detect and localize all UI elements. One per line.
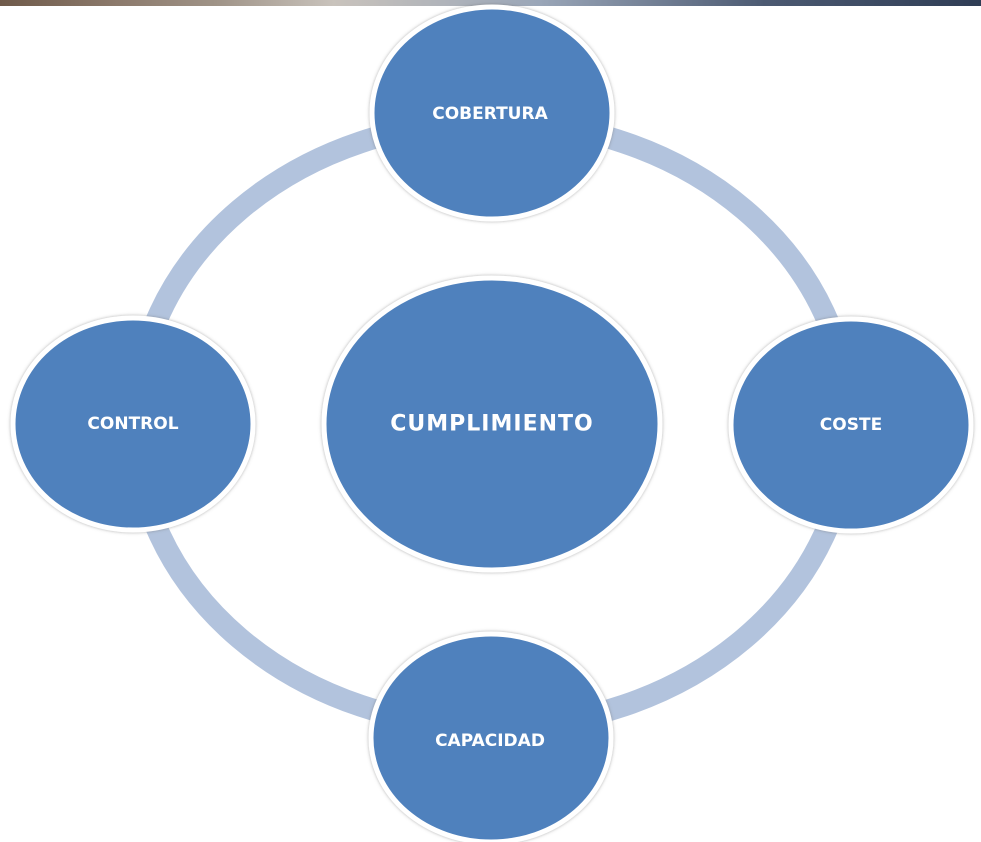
- node-bottom-label: CAPACIDAD: [435, 731, 545, 751]
- node-right-label: COSTE: [820, 415, 882, 435]
- node-left: CONTROL: [10, 315, 256, 533]
- node-top-label: COBERTURA: [432, 104, 548, 124]
- node-bottom: CAPACIDAD: [368, 631, 614, 842]
- node-top: COBERTURA: [369, 4, 615, 222]
- node-left-label: CONTROL: [87, 414, 178, 434]
- node-right: COSTE: [728, 316, 974, 534]
- center-node: CUMPLIMIENTO: [321, 275, 663, 573]
- header-decoration-strip: [0, 0, 981, 6]
- center-node-label: CUMPLIMIENTO: [390, 412, 593, 437]
